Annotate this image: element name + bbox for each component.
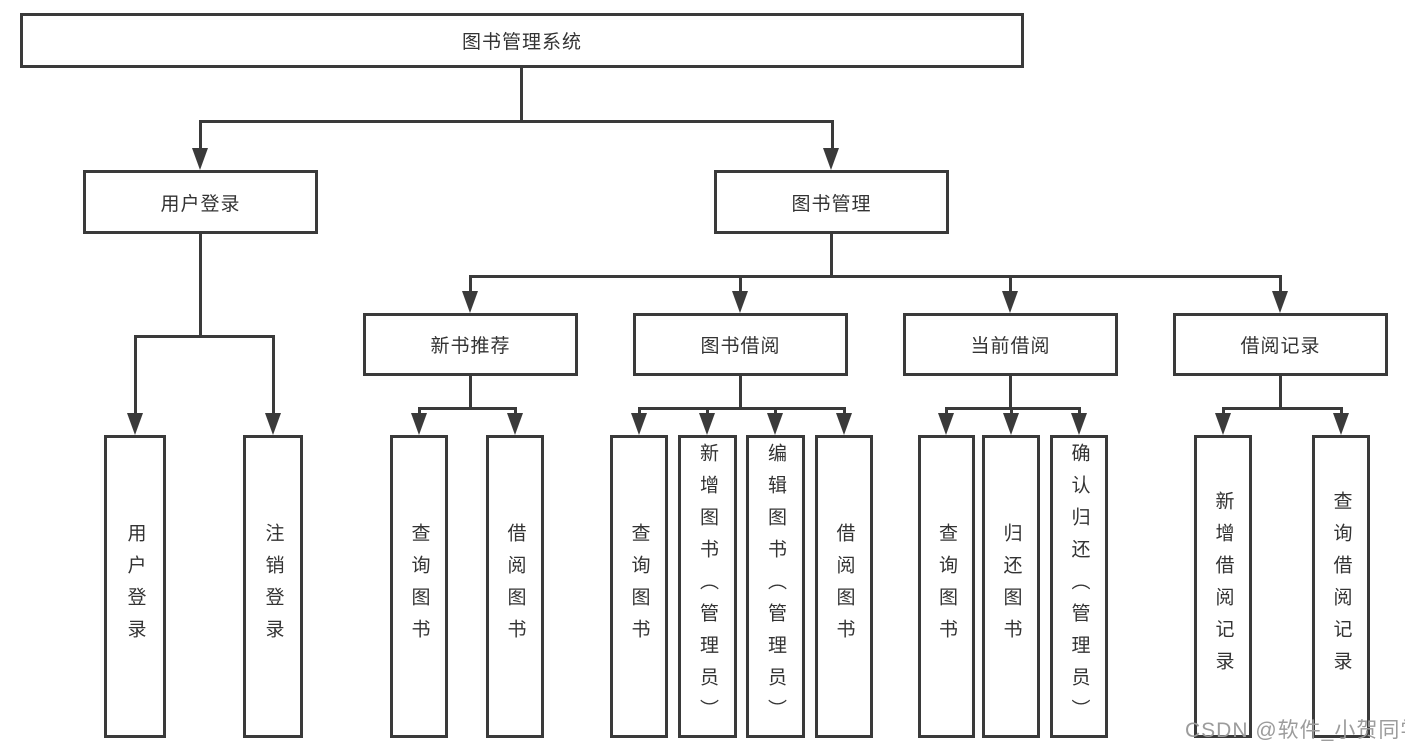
- connector-line: [134, 335, 275, 338]
- arrow-down-icon: [699, 413, 715, 435]
- node-label: 注销登录: [262, 522, 284, 651]
- csdn-watermark: CSDN @软件_小贺同学: [1185, 719, 1405, 742]
- connector-line: [520, 68, 523, 123]
- node-label: 借阅图书: [504, 522, 526, 651]
- arrow-down-icon: [836, 413, 852, 435]
- arrow-down-icon: [1071, 413, 1087, 435]
- arrow-down-icon: [631, 413, 647, 435]
- arrow-down-icon: [1003, 413, 1019, 435]
- node-user-login-group: 用户登录: [83, 170, 318, 234]
- connector-line: [739, 376, 742, 409]
- node-confirm-return-admin: 确认归还（管理员）: [1050, 435, 1108, 738]
- node-label: 图书借阅: [700, 336, 781, 357]
- arrow-down-icon: [265, 413, 281, 435]
- node-label: 查询借阅记录: [1330, 490, 1352, 683]
- node-label: 确认归还（管理员）: [1068, 442, 1090, 731]
- connector-line: [199, 120, 202, 150]
- arrow-down-icon: [823, 148, 839, 170]
- node-label: 新增图书（管理员）: [697, 442, 718, 731]
- arrow-down-icon: [938, 413, 954, 435]
- arrow-down-icon: [732, 291, 748, 313]
- node-label: 查询图书: [408, 522, 430, 651]
- node-recommend-query-books: 查询图书: [390, 435, 448, 738]
- arrow-down-icon: [462, 291, 478, 313]
- connector-line: [418, 407, 517, 410]
- node-borrowing-query-books: 查询图书: [610, 435, 668, 738]
- node-label: 图书管理: [791, 193, 872, 215]
- arrow-down-icon: [1215, 413, 1231, 435]
- node-label: 用户登录: [160, 193, 241, 215]
- node-logout: 注销登录: [243, 435, 303, 738]
- arrow-down-icon: [1002, 291, 1018, 313]
- node-book-borrowing: 图书借阅: [633, 313, 848, 376]
- node-recommend-borrow-books: 借阅图书: [486, 435, 544, 738]
- node-label: 归还图书: [1000, 522, 1022, 651]
- arrow-down-icon: [127, 413, 143, 435]
- connector-line: [272, 335, 275, 415]
- node-edit-books-admin: 编辑图书（管理员）: [746, 435, 805, 738]
- node-label: 编辑图书（管理员）: [765, 442, 786, 731]
- connector-line: [469, 376, 472, 409]
- connector-line: [1078, 407, 1081, 416]
- node-add-books-admin: 新增图书（管理员）: [678, 435, 737, 738]
- node-label: 新书推荐: [430, 336, 511, 357]
- connector-line: [830, 234, 833, 278]
- connector-line: [774, 407, 777, 416]
- node-add-borrow-record: 新增借阅记录: [1194, 435, 1252, 738]
- node-label: 借阅图书: [833, 522, 855, 651]
- node-library-management-system: 图书管理系统: [20, 13, 1024, 68]
- node-book-management: 图书管理: [714, 170, 949, 234]
- connector-line: [831, 120, 834, 150]
- node-label: 当前借阅: [970, 336, 1051, 357]
- arrow-down-icon: [1333, 413, 1349, 435]
- connector-line: [739, 275, 742, 293]
- connector-line: [843, 407, 846, 416]
- arrow-down-icon: [767, 413, 783, 435]
- connector-line: [1222, 407, 1225, 416]
- connector-line: [638, 407, 846, 410]
- arrow-down-icon: [192, 148, 208, 170]
- connector-line: [469, 275, 1282, 278]
- node-label: 借阅记录: [1240, 336, 1321, 357]
- node-label: 图书管理系统: [461, 32, 582, 53]
- arrow-down-icon: [507, 413, 523, 435]
- node-return-books: 归还图书: [982, 435, 1040, 738]
- node-label: 查询图书: [936, 522, 957, 651]
- arrow-down-icon: [411, 413, 427, 435]
- connector-line: [1340, 407, 1343, 416]
- connector-line: [514, 407, 517, 416]
- connector-line: [134, 335, 137, 415]
- connector-line: [199, 120, 833, 123]
- connector-line: [1279, 275, 1282, 293]
- connector-line: [945, 407, 948, 416]
- node-borrowing-borrow-books: 借阅图书: [815, 435, 873, 738]
- node-new-book-recommend: 新书推荐: [363, 313, 578, 376]
- connector-line: [1279, 376, 1282, 409]
- arrow-down-icon: [1272, 291, 1288, 313]
- node-current-borrowing: 当前借阅: [903, 313, 1118, 376]
- node-current-query-books: 查询图书: [918, 435, 975, 738]
- connector-line: [1009, 376, 1012, 409]
- node-label: 新增借阅记录: [1212, 490, 1234, 683]
- connector-line: [418, 407, 421, 416]
- node-user-login: 用户登录: [104, 435, 166, 738]
- connector-line: [199, 234, 202, 338]
- connector-line: [945, 407, 1081, 410]
- node-query-borrow-record: 查询借阅记录: [1312, 435, 1370, 738]
- connector-line: [1010, 407, 1013, 416]
- node-label: 用户登录: [124, 522, 146, 651]
- connector-line: [638, 407, 641, 416]
- node-label: 查询图书: [628, 522, 650, 651]
- node-borrowing-records: 借阅记录: [1173, 313, 1388, 376]
- connector-line: [1222, 407, 1343, 410]
- connector-line: [469, 275, 472, 293]
- connector-line: [706, 407, 709, 416]
- connector-line: [1009, 275, 1012, 293]
